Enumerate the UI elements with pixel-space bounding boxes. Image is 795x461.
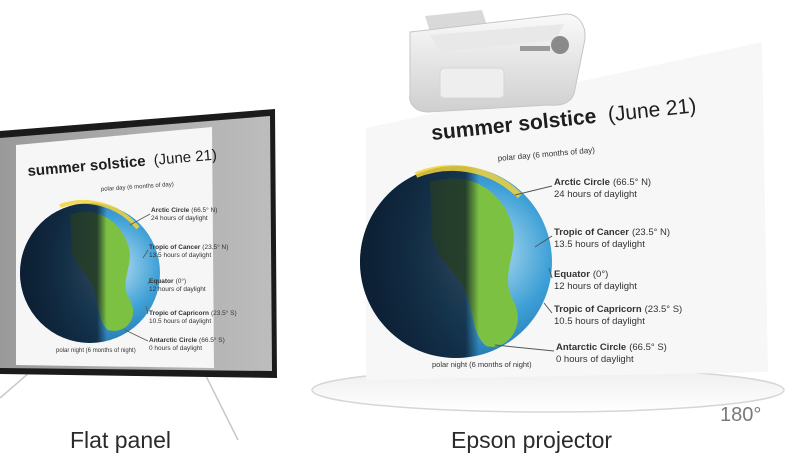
svg-text:Tropic of Capricorn(23.5° S): Tropic of Capricorn(23.5° S)	[149, 309, 237, 317]
tv-label-antarctic-detail: (66.5° S)	[199, 336, 225, 344]
tv-label-capricorn-detail: (23.5° S)	[211, 309, 237, 317]
svg-text:Tropic of Cancer(23.5° N): Tropic of Cancer(23.5° N)	[554, 227, 670, 238]
svg-text:Arctic Circle(66.5° N): Arctic Circle(66.5° N)	[554, 177, 651, 188]
tv-label-arctic-detail: (66.5° N)	[191, 206, 217, 214]
tv-label-capricorn: Tropic of Capricorn	[149, 310, 209, 317]
tv-polar-day: polar day (6 months of day)	[101, 182, 174, 193]
projection-scene: summer solstice (June 21) polar day (6 m…	[311, 10, 785, 413]
proj-label-cancer-sub: 13.5 hours of daylight	[554, 239, 645, 250]
tv-label-antarctic: Antarctic Circle	[149, 337, 197, 344]
tv-label-capricorn-sub: 10.5 hours of daylight	[149, 318, 211, 325]
proj-label-capricorn: Tropic of Capricorn	[554, 304, 642, 315]
proj-label-antarctic: Antarctic Circle	[556, 342, 626, 353]
svg-text:Equator(0°): Equator(0°)	[149, 277, 186, 285]
svg-text:Equator(0°): Equator(0°)	[554, 269, 608, 280]
tv-polar-night: polar night (6 months of night)	[56, 348, 136, 354]
tv-label-arctic-sub: 24 hours of daylight	[151, 215, 208, 222]
proj-label-cancer-detail: (23.5° N)	[632, 227, 670, 238]
tv-label-arctic: Arctic Circle	[151, 207, 190, 214]
tv-label-cancer: Tropic of Cancer	[149, 244, 201, 251]
proj-label-antarctic-sub: 0 hours of daylight	[556, 354, 634, 365]
svg-text:Tropic of Capricorn(23.5° S): Tropic of Capricorn(23.5° S)	[554, 304, 682, 315]
svg-text:Tropic of Cancer(23.5° N): Tropic of Cancer(23.5° N)	[149, 243, 228, 251]
projected-globe	[360, 164, 552, 358]
svg-text:Arctic Circle(66.5° N): Arctic Circle(66.5° N)	[151, 206, 217, 214]
proj-label-arctic-sub: 24 hours of daylight	[554, 189, 637, 200]
tv-stand-right	[204, 373, 239, 441]
proj-label-cancer: Tropic of Cancer	[554, 227, 629, 238]
svg-text:Antarctic Circle(66.5° S): Antarctic Circle(66.5° S)	[556, 342, 667, 353]
proj-labels: Arctic Circle(66.5° N) 24 hours of dayli…	[554, 177, 682, 365]
proj-label-arctic: Arctic Circle	[554, 177, 610, 188]
tv-pointer-lines	[124, 213, 151, 342]
tv-label-equator-detail: (0°)	[176, 277, 187, 285]
flat-panel-tv: summer solstice (June 21) polar day (6 m…	[0, 109, 277, 441]
projector-caption: Epson projector	[451, 427, 613, 453]
angle-label: 180°	[720, 404, 762, 426]
proj-pointer-lines	[494, 185, 555, 352]
proj-label-antarctic-detail: (66.5° S)	[629, 342, 667, 353]
epson-projector	[409, 10, 586, 113]
tv-stand-left	[0, 371, 31, 399]
proj-label-equator-detail: (0°)	[593, 269, 608, 280]
tv-label-cancer-detail: (23.5° N)	[202, 243, 228, 251]
proj-label-equator-sub: 12 hours of daylight	[554, 281, 637, 292]
tv-label-equator-sub: 12 hours of daylight	[149, 286, 206, 293]
tv-label-antarctic-sub: 0 hours of daylight	[149, 345, 202, 352]
tv-title-date: (June 21)	[153, 146, 218, 168]
proj-label-capricorn-sub: 10.5 hours of daylight	[554, 316, 645, 327]
tv-globe	[20, 199, 160, 343]
proj-label-equator: Equator	[554, 269, 590, 280]
tv-labels: Arctic Circle(66.5° N) 24 hours of dayli…	[149, 206, 237, 352]
svg-text:Antarctic Circle(66.5° S): Antarctic Circle(66.5° S)	[149, 336, 225, 344]
tv-label-equator: Equator	[149, 278, 174, 285]
proj-label-arctic-detail: (66.5° N)	[613, 177, 651, 188]
proj-label-capricorn-detail: (23.5° S)	[645, 304, 683, 315]
proj-polar-night: polar night (6 months of night)	[432, 360, 532, 369]
flat-panel-caption: Flat panel	[70, 427, 172, 453]
tv-label-cancer-sub: 13.5 hours of daylight	[149, 252, 211, 259]
